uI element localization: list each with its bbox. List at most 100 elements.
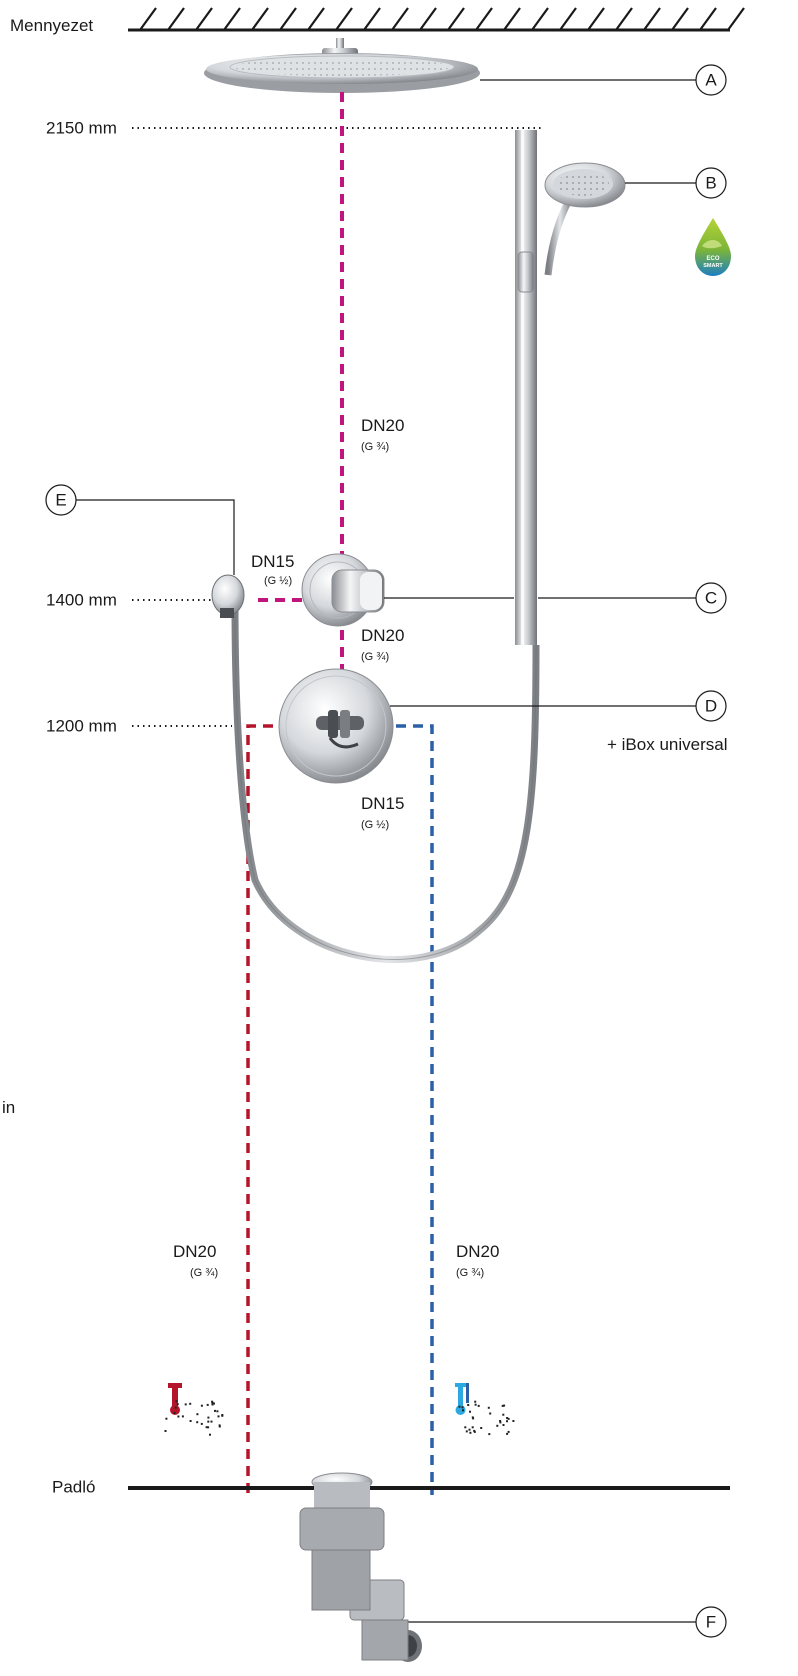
water-drop-dot bbox=[468, 1428, 471, 1431]
overhead-shower-head bbox=[204, 38, 480, 93]
pipe-top-g: (G ¾) bbox=[361, 441, 389, 453]
water-drop-dot bbox=[471, 1426, 474, 1429]
water-drop-dot bbox=[173, 1411, 176, 1414]
eco-badge-line2: SMART bbox=[703, 263, 723, 269]
ceiling-hatch-mark bbox=[391, 7, 409, 31]
water-drop-dot bbox=[469, 1431, 472, 1434]
pipe-mid-g: (G ¾) bbox=[361, 651, 389, 663]
water-drop-dot bbox=[196, 1421, 199, 1424]
pipe-under-g: (G ½) bbox=[361, 819, 389, 831]
water-drop-dot bbox=[512, 1420, 515, 1422]
ceiling-hatch-mark bbox=[531, 7, 549, 31]
water-drop-dot bbox=[474, 1403, 477, 1406]
pipe-top-dn: DN20 bbox=[361, 416, 404, 435]
water-drop-dot bbox=[174, 1406, 177, 1409]
ceiling-hatch-mark bbox=[223, 7, 241, 31]
ceiling-hatch-mark bbox=[671, 7, 689, 31]
water-drop-dot bbox=[196, 1413, 199, 1416]
water-drop-dot bbox=[499, 1421, 502, 1424]
callout-e: E bbox=[45, 484, 77, 516]
water-drop-dot bbox=[458, 1405, 461, 1408]
water-drop-dot bbox=[189, 1420, 192, 1422]
water-drop-dot bbox=[502, 1413, 505, 1416]
water-drop-dot bbox=[213, 1402, 215, 1405]
water-drop-dot bbox=[200, 1422, 203, 1425]
ceiling-hatch-mark bbox=[167, 7, 185, 31]
shut-off-valve bbox=[301, 553, 385, 627]
hand-shower bbox=[544, 162, 626, 276]
thermostat-trim bbox=[278, 668, 394, 784]
ceiling-line bbox=[128, 7, 745, 32]
cold-supply-pipe bbox=[396, 724, 434, 1495]
water-drop-dot bbox=[216, 1410, 219, 1413]
ceiling-hatch-mark bbox=[307, 7, 325, 31]
water-drop-dot bbox=[465, 1430, 468, 1433]
water-drop-dot bbox=[176, 1403, 179, 1406]
callout-d: D bbox=[695, 690, 727, 722]
ceiling-hatch-mark bbox=[447, 7, 465, 31]
callout-c: C bbox=[695, 582, 727, 614]
ceiling-hatch-mark bbox=[587, 7, 605, 31]
water-drop-dot bbox=[474, 1400, 477, 1403]
water-drop-dot bbox=[218, 1424, 221, 1427]
water-drop-dot bbox=[507, 1430, 510, 1433]
ceiling-hatch-mark bbox=[475, 7, 493, 31]
water-drop-dot bbox=[217, 1415, 220, 1418]
water-drop-dot bbox=[206, 1403, 209, 1406]
svg-text:F: F bbox=[706, 1613, 716, 1632]
water-drop-dot bbox=[499, 1420, 502, 1422]
hot-water-icon bbox=[164, 1383, 224, 1436]
water-drop-dot bbox=[210, 1420, 213, 1423]
ceiling-hatch-mark bbox=[139, 7, 157, 31]
water-drop-dot bbox=[177, 1415, 180, 1418]
water-drop-dot bbox=[506, 1420, 508, 1423]
water-drop-dot bbox=[189, 1402, 192, 1405]
ceiling-hatch-mark bbox=[279, 7, 297, 31]
water-drop-dot bbox=[467, 1404, 470, 1406]
ceiling-hatch-mark bbox=[643, 7, 661, 31]
height-label-2150: 2150 mm bbox=[46, 119, 117, 138]
water-drop-dot bbox=[209, 1433, 211, 1436]
leader-lines bbox=[76, 79, 696, 1623]
hot-supply-pipe bbox=[246, 724, 290, 1495]
water-drop-dot bbox=[164, 1430, 167, 1432]
ceiling-hatch-mark bbox=[335, 7, 353, 31]
water-drop-dot bbox=[207, 1416, 210, 1419]
water-drop-dot bbox=[477, 1404, 480, 1407]
water-drop-dot bbox=[488, 1433, 491, 1436]
water-drop-dot bbox=[469, 1410, 471, 1413]
pipe-left-dn: DN15 bbox=[251, 552, 294, 571]
ceiling-hatch-mark bbox=[503, 7, 521, 31]
water-drop-dot bbox=[507, 1417, 510, 1420]
ecosmart-badge-icon: ECO SMART bbox=[695, 218, 731, 276]
height-label-1200: 1200 mm bbox=[46, 717, 117, 736]
ceiling-hatch-mark bbox=[699, 7, 717, 31]
cold-water-icon bbox=[455, 1383, 515, 1436]
water-drop-dot bbox=[205, 1426, 208, 1429]
water-drop-dot bbox=[502, 1424, 505, 1426]
svg-text:B: B bbox=[705, 174, 716, 193]
svg-text:C: C bbox=[705, 589, 717, 608]
water-drop-dot bbox=[506, 1432, 509, 1435]
floor-label: Padló bbox=[52, 1478, 95, 1497]
water-drop-dot bbox=[211, 1403, 214, 1406]
pipe-hot-dn: DN20 bbox=[173, 1242, 216, 1261]
ceiling-label: Mennyezet bbox=[10, 16, 93, 35]
ceiling-hatch-mark bbox=[195, 7, 213, 31]
water-drop-dot bbox=[471, 1416, 474, 1419]
floor-drain bbox=[299, 1472, 422, 1662]
water-drop-dot bbox=[181, 1415, 184, 1418]
pipe-under-dn: DN15 bbox=[361, 794, 404, 813]
water-drop-dot bbox=[211, 1400, 214, 1403]
eco-badge-line1: ECO bbox=[706, 256, 719, 262]
supply-pipe-magenta bbox=[258, 92, 344, 672]
water-drop-dot bbox=[501, 1404, 504, 1407]
pipe-mid-dn: DN20 bbox=[361, 626, 404, 645]
water-drop-dot bbox=[175, 1400, 178, 1403]
ceiling-hatch-mark bbox=[363, 7, 381, 31]
water-drop-dot bbox=[221, 1414, 224, 1417]
callout-f: F bbox=[695, 1606, 727, 1638]
pipe-cold-dn: DN20 bbox=[456, 1242, 499, 1261]
pipe-cold-g: (G ¾) bbox=[456, 1267, 484, 1279]
